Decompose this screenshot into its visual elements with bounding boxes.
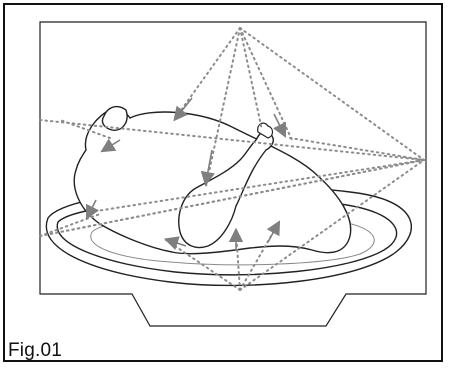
chicken — [73, 105, 352, 255]
light-rays — [39, 27, 425, 291]
arrows — [86, 97, 286, 251]
inner-panel — [39, 21, 427, 327]
figure-caption: Fig.01 — [8, 340, 63, 361]
